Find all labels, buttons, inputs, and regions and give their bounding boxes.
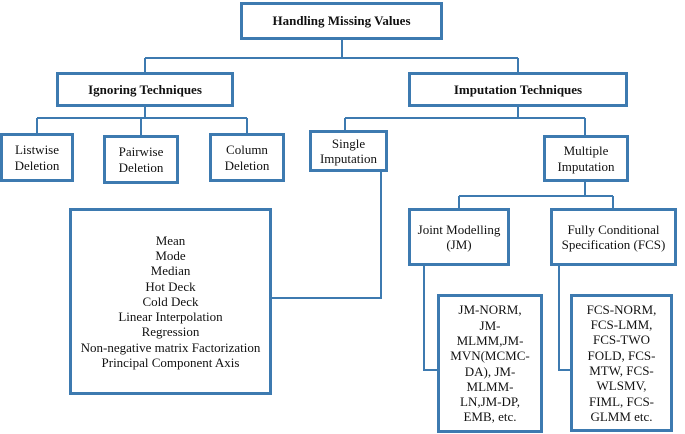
listwise-deletion-node: Listwise Deletion: [0, 133, 74, 182]
jm-methods-list: JM-NORM, JM- MLMM,JM- MVN(MCMC- DA), JM-…: [437, 294, 543, 433]
single-imputation-methods: Mean Mode Median Hot Deck Cold Deck Line…: [69, 208, 272, 395]
imputation-techniques-node: Imputation Techniques: [408, 72, 628, 107]
column-deletion-node: Column Deletion: [209, 133, 285, 182]
ignoring-techniques-node: Ignoring Techniques: [56, 72, 234, 107]
fcs-methods-list: FCS-NORM, FCS-LMM, FCS-TWO FOLD, FCS- MT…: [570, 294, 673, 432]
multiple-imputation-node: Multiple Imputation: [543, 135, 629, 182]
joint-modelling-node: Joint Modelling (JM): [408, 208, 510, 266]
root-node: Handling Missing Values: [240, 2, 443, 40]
pairwise-deletion-node: Pairwise Deletion: [103, 135, 179, 184]
fcs-node: Fully Conditional Specification (FCS): [550, 208, 677, 266]
single-imputation-node: Single Imputation: [309, 130, 388, 172]
